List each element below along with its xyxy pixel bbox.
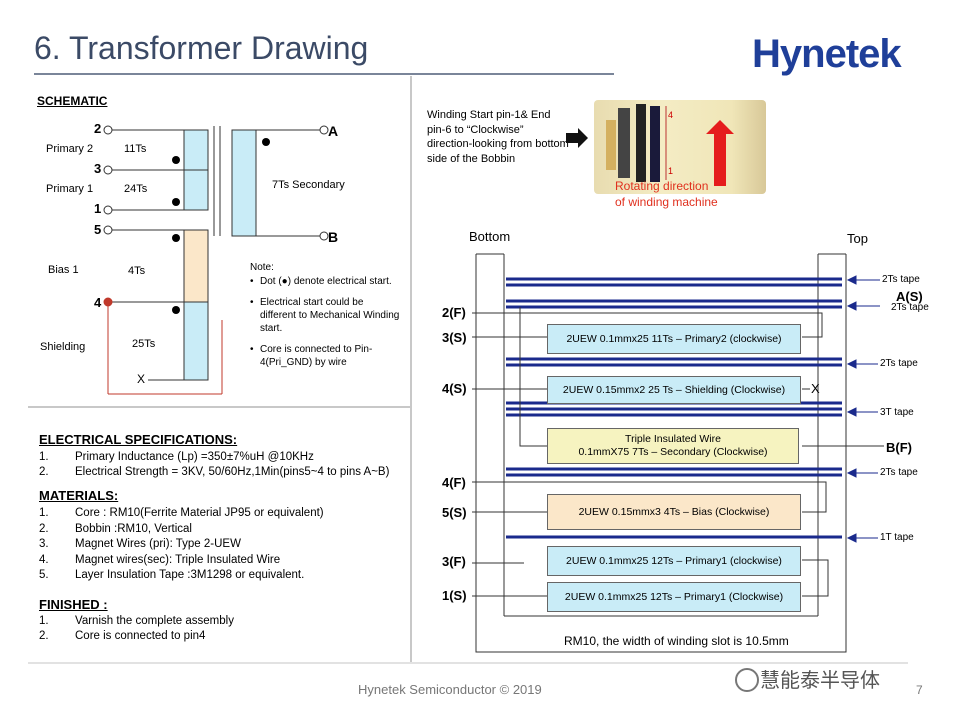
tape-label: 2Ts tape [880,467,918,478]
bias-label: Bias 1 [48,264,79,276]
note-item: •Dot (●) denote electrical start. [250,276,392,287]
title-underline [34,73,614,75]
pin-2-label: 2 [94,121,102,136]
list-item: 1.Varnish the complete assembly [39,615,234,627]
horizontal-divider [28,406,410,408]
list-item: 2.Bobbin :RM10, Vertical [39,522,192,535]
bias-winding-box: 2UEW 0.15mmx3 4Ts – Bias (Clockwise) [547,494,801,530]
pin-label-bf: B(F) [886,440,912,455]
wechat-icon [735,668,759,692]
photo-pin-4: 4 [668,110,674,120]
shield-end-x: X [811,381,820,396]
pin-label-as: A(S) [896,289,923,304]
primary2-winding-box: 2UEW 0.1mmx25 11Ts – Primary2 (clockwise… [547,324,801,354]
shielding-turns: 25Ts [132,338,156,350]
primary2-coil [183,129,209,171]
page-title: 6. Transformer Drawing [34,30,369,66]
tape-label: 2Ts tape [880,358,918,369]
arrow-right-icon [566,128,588,148]
rotation-arrow-icon [706,120,734,186]
pin-1-label: 1 [94,201,102,216]
materials-heading: MATERIALS: [39,488,119,503]
pin-5-label: 5 [94,222,102,237]
electrical-specs-list: 1.Primary Inductance (Lp) =350±7%uH @10K… [39,451,389,481]
pin-b-label: B [328,229,339,245]
footer-divider [28,662,908,664]
pin-label-1s: 1(S) [442,588,467,603]
note-title: Note: [250,262,274,273]
primary1-winding-box-a: 2UEW 0.1mmx25 12Ts – Primary1 (clockwise… [547,546,801,576]
page-number: 7 [916,683,923,697]
list-item: 2.Core is connected to pin4 [39,630,206,642]
tape-label: 2Ts tape [882,274,920,285]
shielding-winding-box: 2UEW 0.15mmx2 25 Ts – Shielding (Clockwi… [547,376,801,404]
secondary-winding-box: Triple Insulated Wire 0.1mmX75 7Ts – Sec… [547,428,799,464]
tape-label: 2Ts tape [891,302,929,313]
schematic-diagram [103,125,329,395]
secondary-label: 7Ts Secondary [272,179,345,191]
shield-x-label: X [137,372,146,386]
list-item: 5.Layer Insulation Tape :3M1298 or equiv… [39,569,305,581]
footer-copyright: Hynetek Semiconductor © 2019 [358,682,542,697]
electrical-specs-heading: ELECTRICAL SPECIFICATIONS: [39,432,238,447]
secondary-coil [231,129,257,237]
list-item: 2.Electrical Strength = 3KV, 50/60Hz,1Mi… [39,466,390,478]
primary1-turns: 24Ts [124,183,148,195]
primary2-label: Primary 2 [46,143,94,155]
primary1-label: Primary 1 [46,183,94,195]
note-item: •Electrical start could be different to … [250,297,400,334]
pin-label-5s: 5(S) [442,505,467,520]
schematic-note: Note: •Dot (●) denote electrical start. … [250,261,400,369]
list-item: 1.Primary Inductance (Lp) =350±7%uH @10K… [39,451,314,463]
pin-label-3f: 3(F) [442,554,466,569]
watermark: 慧能泰半导体 [760,670,880,692]
bottom-label: Bottom [469,229,511,244]
pin-4-label: 4 [94,295,102,310]
shielding-coil [183,301,209,381]
list-item: 1.Core : RM10(Ferrite Material JP95 or e… [39,507,324,519]
tape-label: 1T tape [880,532,914,543]
primary2-turns: 11Ts [124,143,147,155]
pin-3-label: 3 [94,161,102,176]
primary1-coil [183,169,209,211]
pin-label-4s: 4(S) [442,381,467,396]
list-item: 4.Magnet wires(sec): Triple Insulated Wi… [39,553,281,566]
finished-list: 1.Varnish the complete assembly 2.Core i… [39,615,234,645]
pin-label-4f: 4(F) [442,475,466,490]
top-label: Top [847,231,868,246]
note-item: •Core is connected to Pin-4(Pri_GND) by … [250,344,373,368]
bias-turns: 4Ts [128,265,146,277]
hynetek-logo: Hynetek [752,32,902,76]
bias-coil [183,229,209,303]
winding-start-note: Winding Start pin-1& End pin-6 to “Clock… [427,109,569,165]
winding-slot-caption: RM10, the width of winding slot is 10.5m… [564,634,789,648]
finished-heading: FINISHED : [39,597,108,612]
rotation-caption-2: of winding machine [615,195,718,209]
primary1-winding-box-b: 2UEW 0.1mmx25 12Ts – Primary1 (Clockwise… [547,582,801,612]
materials-list: 1.Core : RM10(Ferrite Material JP95 or e… [39,507,324,585]
pin-label-2f: 2(F) [442,305,466,320]
list-item: 3.Magnet Wires (pri): Type 2-UEW [39,538,241,550]
bobbin-illustration [606,104,734,186]
photo-pin-1: 1 [668,166,674,176]
pin-a-label: A [328,123,339,139]
tape-label: 3T tape [880,407,914,418]
schematic-heading: SCHEMATIC [37,94,108,108]
vertical-divider [410,76,412,662]
shielding-label: Shielding [40,341,86,353]
rotation-caption-1: Rotating direction [615,179,709,193]
pin-label-3s: 3(S) [442,330,467,345]
bobbin-outline [475,254,847,653]
